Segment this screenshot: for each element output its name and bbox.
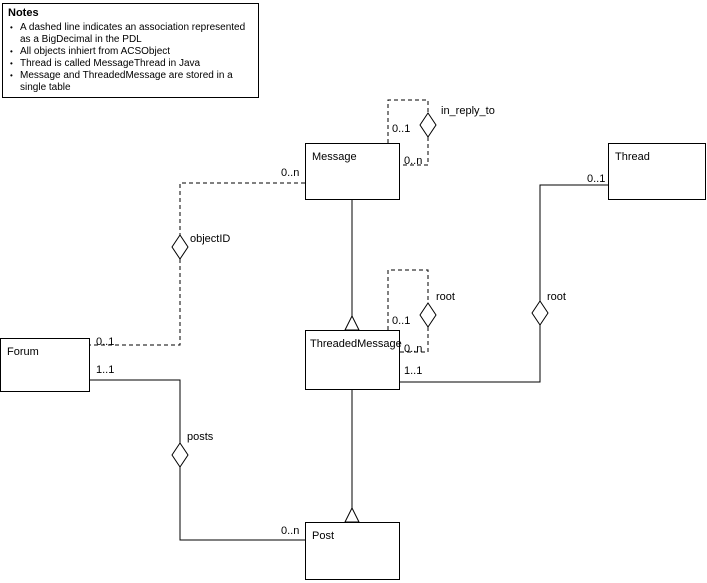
multiplicity-message-to-forum: 0..n	[281, 167, 300, 179]
bullet-icon: •	[10, 59, 13, 68]
association-label-in-reply-to: in_reply_to	[441, 105, 495, 117]
association-line-forum-posts	[90, 379, 181, 443]
multiplicity-tm-self-source: 0..n	[404, 343, 423, 355]
note-text: Message and ThreadedMessage are stored i…	[20, 70, 233, 93]
association-line-thread-root	[539, 184, 608, 301]
association-label-posts: posts	[187, 431, 214, 443]
class-name: Thread	[615, 151, 650, 163]
multiplicity-tm-self-target: 0..1	[392, 315, 411, 327]
class-box-post: Post	[305, 522, 400, 580]
aggregation-diamond-in-reply-to	[419, 112, 437, 138]
multiplicity-tm-to-thread: 1..1	[404, 365, 423, 377]
association-line-objectid-forum	[90, 259, 181, 346]
association-line-tm-self-bottom	[400, 327, 429, 353]
bullet-icon: •	[10, 23, 13, 32]
association-line-tm-self-top	[387, 269, 429, 330]
association-line-message-objectid	[179, 182, 305, 235]
aggregation-diamond-root-thread	[531, 300, 549, 326]
note-item: • All objects inhiert from ACSObject	[8, 46, 254, 58]
notes-panel: Notes • A dashed line indicates an assoc…	[2, 3, 259, 98]
association-line-message-self-bottom	[400, 137, 429, 166]
class-name: Message	[312, 151, 357, 163]
bullet-icon: •	[10, 47, 13, 56]
class-name: ThreadedMessage	[310, 338, 402, 350]
multiplicity-post-to-forum: 0..n	[281, 525, 300, 537]
class-box-threadedmessage: ThreadedMessage	[305, 330, 402, 390]
note-item: • Message and ThreadedMessage are stored…	[8, 70, 254, 94]
aggregation-diamond-objectid	[171, 234, 189, 260]
aggregation-diamond-posts	[171, 442, 189, 468]
association-line-message-self-top	[387, 99, 429, 143]
multiplicity-forum-objectid: 0..1	[96, 336, 115, 348]
generalization-triangle-post	[344, 506, 360, 523]
note-text: A dashed line indicates an association r…	[20, 22, 246, 45]
association-line-root-threadedmessage	[400, 325, 541, 383]
class-name: Forum	[7, 346, 39, 358]
note-text: Thread is called MessageThread in Java	[20, 58, 201, 69]
association-label-root-self: root	[436, 291, 455, 303]
multiplicity-message-self-target: 0..1	[392, 123, 411, 135]
class-name: Post	[312, 530, 335, 542]
association-line-posts-post	[179, 467, 305, 541]
association-label-objectid: objectID	[190, 233, 231, 245]
bullet-icon: •	[10, 71, 13, 80]
multiplicity-thread-root: 0..1	[587, 173, 606, 185]
class-box-thread: Thread	[608, 143, 706, 200]
class-box-forum: Forum	[0, 338, 90, 392]
aggregation-diamond-root-self	[419, 302, 437, 328]
class-box-message: Message	[305, 143, 400, 200]
note-item: • A dashed line indicates an association…	[8, 22, 254, 46]
note-text: All objects inhiert from ACSObject	[20, 46, 171, 57]
multiplicity-message-self-source: 0..n	[404, 155, 423, 167]
notes-title: Notes	[8, 7, 39, 19]
note-item: • Thread is called MessageThread in Java	[8, 58, 254, 70]
association-label-root-thread: root	[547, 291, 566, 303]
multiplicity-forum-posts: 1..1	[96, 364, 115, 376]
generalization-triangle-threadedmessage	[344, 314, 360, 331]
